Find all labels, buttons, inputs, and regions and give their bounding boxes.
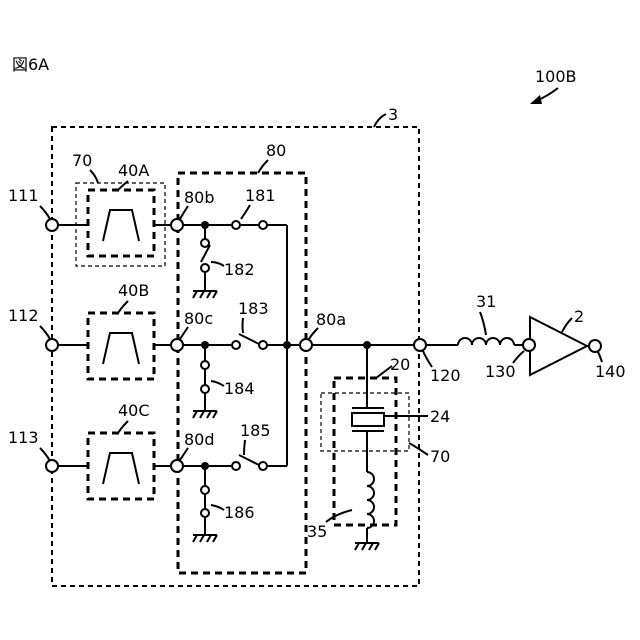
leader-80d xyxy=(180,448,188,460)
leader-182 xyxy=(211,262,224,266)
label-80c: 80c xyxy=(184,309,213,328)
label-120: 120 xyxy=(430,366,461,385)
filter-40A xyxy=(88,190,154,256)
label-40C: 40C xyxy=(118,401,150,420)
leader-40B xyxy=(118,301,128,313)
label-186: 186 xyxy=(224,503,255,522)
switch-185-contact-b xyxy=(259,462,267,470)
leader-80a xyxy=(309,328,318,339)
switch-185-blade xyxy=(239,455,261,466)
label-80: 80 xyxy=(266,141,286,160)
label-31: 31 xyxy=(476,292,496,311)
ref-arrowhead-100B xyxy=(530,95,542,104)
label-112: 112 xyxy=(8,306,39,325)
ground-icon-184 xyxy=(193,411,217,418)
junction-dot-bus xyxy=(283,341,291,349)
terminal-80b xyxy=(171,219,183,231)
leader-70-top xyxy=(90,170,98,183)
leader-3 xyxy=(374,114,386,127)
terminal-130 xyxy=(523,339,535,351)
label-80b: 80b xyxy=(184,188,215,207)
leader-111 xyxy=(40,206,50,219)
label-35: 35 xyxy=(307,522,327,541)
terminal-80c xyxy=(171,339,183,351)
label-111: 111 xyxy=(8,186,39,205)
label-20: 20 xyxy=(390,355,410,374)
leader-120 xyxy=(423,351,432,367)
leader-181 xyxy=(241,205,250,219)
leader-40C xyxy=(118,421,128,433)
switch-181-contact-b xyxy=(259,221,267,229)
switch-182-contact-a xyxy=(201,239,209,247)
inductor-35 xyxy=(367,472,374,528)
label-100B: 100B xyxy=(535,67,577,86)
leader-35 xyxy=(326,510,352,522)
switch-182-contact-b xyxy=(201,264,209,272)
leader-31 xyxy=(480,312,486,335)
label-2: 2 xyxy=(574,307,584,326)
bandpass-icon-40C xyxy=(103,453,139,484)
label-181: 181 xyxy=(245,186,276,205)
filter-40C xyxy=(88,433,154,499)
label-184: 184 xyxy=(224,379,255,398)
label-113: 113 xyxy=(8,428,39,447)
leader-2 xyxy=(562,318,572,332)
ground-icon-182 xyxy=(193,291,217,298)
switch-181-contact-a xyxy=(232,221,240,229)
inductor-31 xyxy=(458,338,514,345)
label-183: 183 xyxy=(238,299,269,318)
leader-184 xyxy=(211,381,224,386)
figure-title: 図6A xyxy=(12,55,49,74)
label-182: 182 xyxy=(224,260,255,279)
terminal-140 xyxy=(589,340,601,352)
label-140: 140 xyxy=(595,362,626,381)
leader-183 xyxy=(243,318,244,333)
switch-183-blade xyxy=(239,334,261,345)
label-40B: 40B xyxy=(118,281,149,300)
leader-80c xyxy=(180,327,188,339)
leader-113 xyxy=(40,448,50,461)
leader-80 xyxy=(258,160,268,173)
terminal-120 xyxy=(414,339,426,351)
switch-183-contact-a xyxy=(232,341,240,349)
ground-icon-35 xyxy=(355,543,379,550)
switch-186-contact-a xyxy=(201,486,209,494)
leader-186 xyxy=(211,505,224,510)
switch-183-contact-b xyxy=(259,341,267,349)
label-80d: 80d xyxy=(184,430,215,449)
label-80a: 80a xyxy=(316,310,346,329)
label-185: 185 xyxy=(240,421,271,440)
junction-dot-d xyxy=(201,462,209,470)
terminal-80d xyxy=(171,460,183,472)
junction-dot-c xyxy=(201,341,209,349)
bandpass-icon-40B xyxy=(103,333,139,364)
terminal-111 xyxy=(46,219,58,231)
label-70-top: 70 xyxy=(72,151,92,170)
filter-40B xyxy=(88,313,154,379)
label-24: 24 xyxy=(430,407,450,426)
label-40A: 40A xyxy=(118,161,149,180)
ground-icon-186 xyxy=(193,535,217,542)
bandpass-icon-40A xyxy=(103,210,139,241)
switch-184-contact-b xyxy=(201,385,209,393)
leader-112 xyxy=(40,326,50,339)
resonator-24-body xyxy=(352,413,384,426)
switch-185-contact-a xyxy=(232,462,240,470)
terminal-113 xyxy=(46,460,58,472)
junction-dot-b xyxy=(201,221,209,229)
label-130: 130 xyxy=(485,362,516,381)
terminal-112 xyxy=(46,339,58,351)
label-3: 3 xyxy=(388,105,398,124)
junction-dot-shunt xyxy=(363,341,371,349)
label-70-bottom: 70 xyxy=(430,447,450,466)
leader-185 xyxy=(244,440,245,455)
leader-80b xyxy=(180,206,188,219)
terminal-80a xyxy=(300,339,312,351)
switch-186-contact-b xyxy=(201,509,209,517)
switch-184-contact-a xyxy=(201,361,209,369)
leader-130 xyxy=(513,351,524,363)
leader-140 xyxy=(598,352,602,362)
